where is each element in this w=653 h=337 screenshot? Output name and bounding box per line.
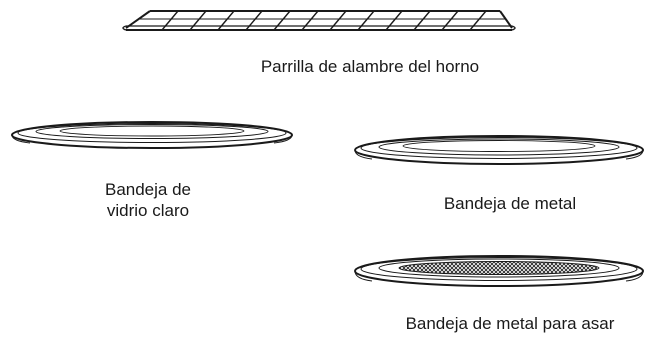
glass-tray-label: Bandeja de vidrio claro [58,179,238,221]
metal-tray-label: Bandeja de metal [443,194,577,213]
wire-rack-illustration [122,10,516,31]
roasting-tray-illustration [354,255,644,287]
metal-tray-illustration [354,135,644,165]
wire-rack-label: Parrilla de alambre del horno [260,57,480,76]
roasting-tray-label: Bandeja de metal para asar [405,314,615,333]
glass-tray-label-line1: Bandeja de [104,180,192,199]
glass-tray-illustration [11,121,293,149]
glass-tray-label-line2: vidrio claro [106,201,190,220]
